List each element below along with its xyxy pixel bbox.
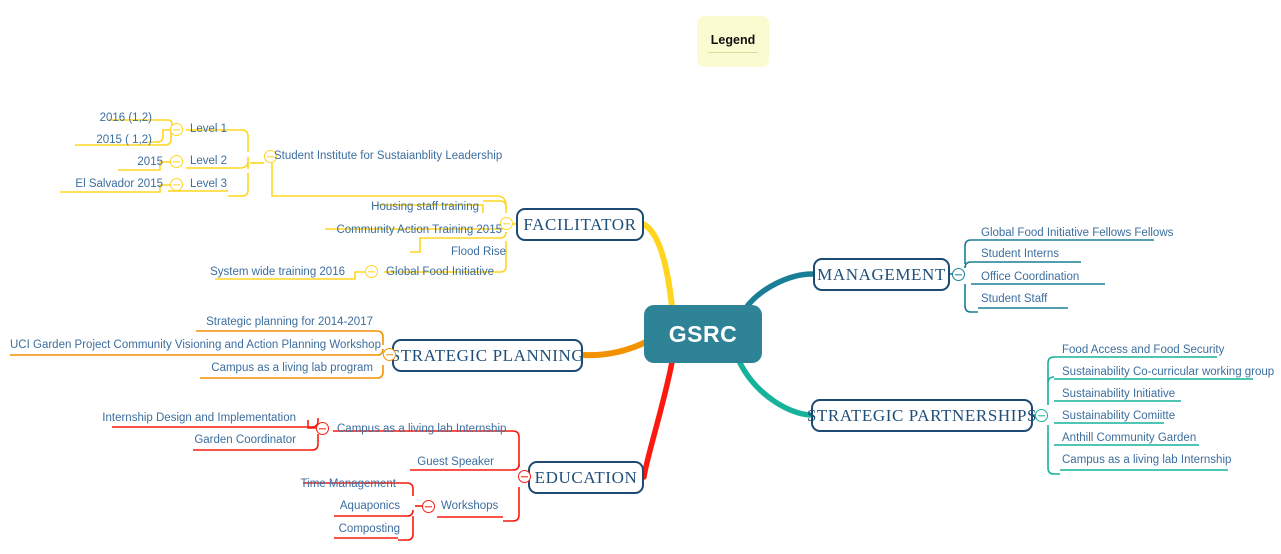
toggle-global-food-initiative[interactable] xyxy=(365,265,378,278)
leaf-campus-living-lab-program[interactable]: Campus as a living lab program xyxy=(211,362,373,374)
toggle-minus-icon xyxy=(319,427,326,430)
leaf-flood-rise[interactable]: Flood Rise xyxy=(451,246,506,258)
branch-node-facilitator[interactable]: FACILITATOR xyxy=(516,208,644,241)
toggle-minus-icon xyxy=(521,475,528,478)
link-center-strategic-partnerships xyxy=(737,360,813,418)
leaf-sustainability-comiitte[interactable]: Sustainability Comiitte xyxy=(1062,410,1176,422)
leaf-2015[interactable]: 2015 xyxy=(137,156,163,168)
toggle-minus-icon xyxy=(267,155,274,158)
leaf-campus-living-lab-internship[interactable]: Campus as a living lab Internship xyxy=(337,423,507,435)
link-center-education xyxy=(641,359,675,480)
leaf-level-2[interactable]: Level 2 xyxy=(190,155,228,167)
leaf-level-1[interactable]: Level 1 xyxy=(190,123,228,135)
toggle-facilitator[interactable] xyxy=(500,217,513,230)
leaf-sustainability-working-group[interactable]: Sustainability Co-curricular working gro… xyxy=(1062,366,1275,378)
leaf-guest-speaker[interactable]: Guest Speaker xyxy=(417,456,494,468)
legend-box[interactable]: Legend xyxy=(697,16,769,67)
leaf-garden-coordinator[interactable]: Garden Coordinator xyxy=(194,434,296,446)
leaf-strategic-planning-2014-2017[interactable]: Strategic planning for 2014-2017 xyxy=(206,316,373,328)
branch-node-strategic-partnerships[interactable]: STRATEGIC PARTNERSHIPS xyxy=(807,399,1037,432)
toggle-minus-icon xyxy=(173,160,180,163)
leaf-anthill-community-garden[interactable]: Anthill Community Garden xyxy=(1062,432,1197,444)
toggle-level-1[interactable] xyxy=(170,123,183,136)
toggle-level-3[interactable] xyxy=(170,178,183,191)
leaf-2015-1-2[interactable]: 2015 ( 1,2) xyxy=(96,134,152,146)
leaf-internship-design[interactable]: Internship Design and Implementation xyxy=(102,412,296,424)
toggle-minus-icon xyxy=(1038,414,1045,417)
legend-title: Legend xyxy=(710,33,756,47)
leaf-uci-garden-project[interactable]: UCI Garden Project Community Visioning a… xyxy=(10,339,381,351)
leaf-workshops[interactable]: Workshops xyxy=(441,500,499,512)
leaf-time-management[interactable]: Time Management xyxy=(300,478,396,490)
toggle-strategic-partnerships[interactable] xyxy=(1035,409,1048,422)
toggle-strategic-planning[interactable] xyxy=(383,348,396,361)
link-center-facilitator xyxy=(640,221,675,310)
toggle-student-institute[interactable] xyxy=(264,150,277,163)
leaf-2016-1-2[interactable]: 2016 (1,2) xyxy=(99,112,152,124)
toggle-minus-icon xyxy=(368,270,375,273)
toggle-management[interactable] xyxy=(952,268,965,281)
leaf-campus-living-lab-internship-partner[interactable]: Campus as a living lab Internship xyxy=(1062,454,1232,466)
branch-node-education[interactable]: EDUCATION xyxy=(528,461,644,494)
leaf-housing-staff-training[interactable]: Housing staff training xyxy=(371,201,479,213)
toggle-workshops[interactable] xyxy=(422,500,435,513)
leaf-community-action-training[interactable]: Community Action Training 2015 xyxy=(336,224,502,236)
toggle-minus-icon xyxy=(173,128,180,131)
leaf-system-wide-training-2016[interactable]: System wide training 2016 xyxy=(210,266,345,278)
leaf-sustainability-initiative[interactable]: Sustainability Initiative xyxy=(1062,388,1176,400)
toggle-minus-icon xyxy=(955,273,962,276)
leaf-level-3[interactable]: Level 3 xyxy=(190,178,228,190)
leaf-el-salvador-2015[interactable]: El Salvador 2015 xyxy=(75,178,163,190)
leaf-student-interns[interactable]: Student Interns xyxy=(981,248,1059,260)
leaf-student-institute[interactable]: Student Institute for Sustaianblity Lead… xyxy=(274,150,503,162)
central-node-gsrc[interactable]: GSRC xyxy=(644,305,762,363)
leaf-aquaponics[interactable]: Aquaponics xyxy=(339,500,400,512)
leaf-food-access[interactable]: Food Access and Food Security xyxy=(1062,344,1225,356)
link-center-strategic-planning xyxy=(581,339,649,359)
leaf-student-staff[interactable]: Student Staff xyxy=(981,293,1048,305)
toggle-campus-living-lab-internship[interactable] xyxy=(316,422,329,435)
leaf-composting[interactable]: Composting xyxy=(338,523,400,535)
toggle-minus-icon xyxy=(425,505,432,508)
branch-node-strategic-planning[interactable]: STRATEGIC PLANNING xyxy=(391,339,584,372)
legend-divider xyxy=(708,52,758,53)
branch-node-management[interactable]: MANAGEMENT xyxy=(813,258,950,291)
toggle-minus-icon xyxy=(503,222,510,225)
toggle-education[interactable] xyxy=(518,470,531,483)
toggle-minus-icon xyxy=(173,183,180,186)
toggle-minus-icon xyxy=(386,353,393,356)
leaf-office-coordination[interactable]: Office Coordination xyxy=(981,271,1080,283)
leaf-global-food-initiative[interactable]: Global Food Initiative xyxy=(386,266,495,278)
link-center-management xyxy=(742,271,815,312)
toggle-level-2[interactable] xyxy=(170,155,183,168)
leaf-gfi-fellows[interactable]: Global Food Initiative Fellows Fellows xyxy=(981,227,1174,239)
